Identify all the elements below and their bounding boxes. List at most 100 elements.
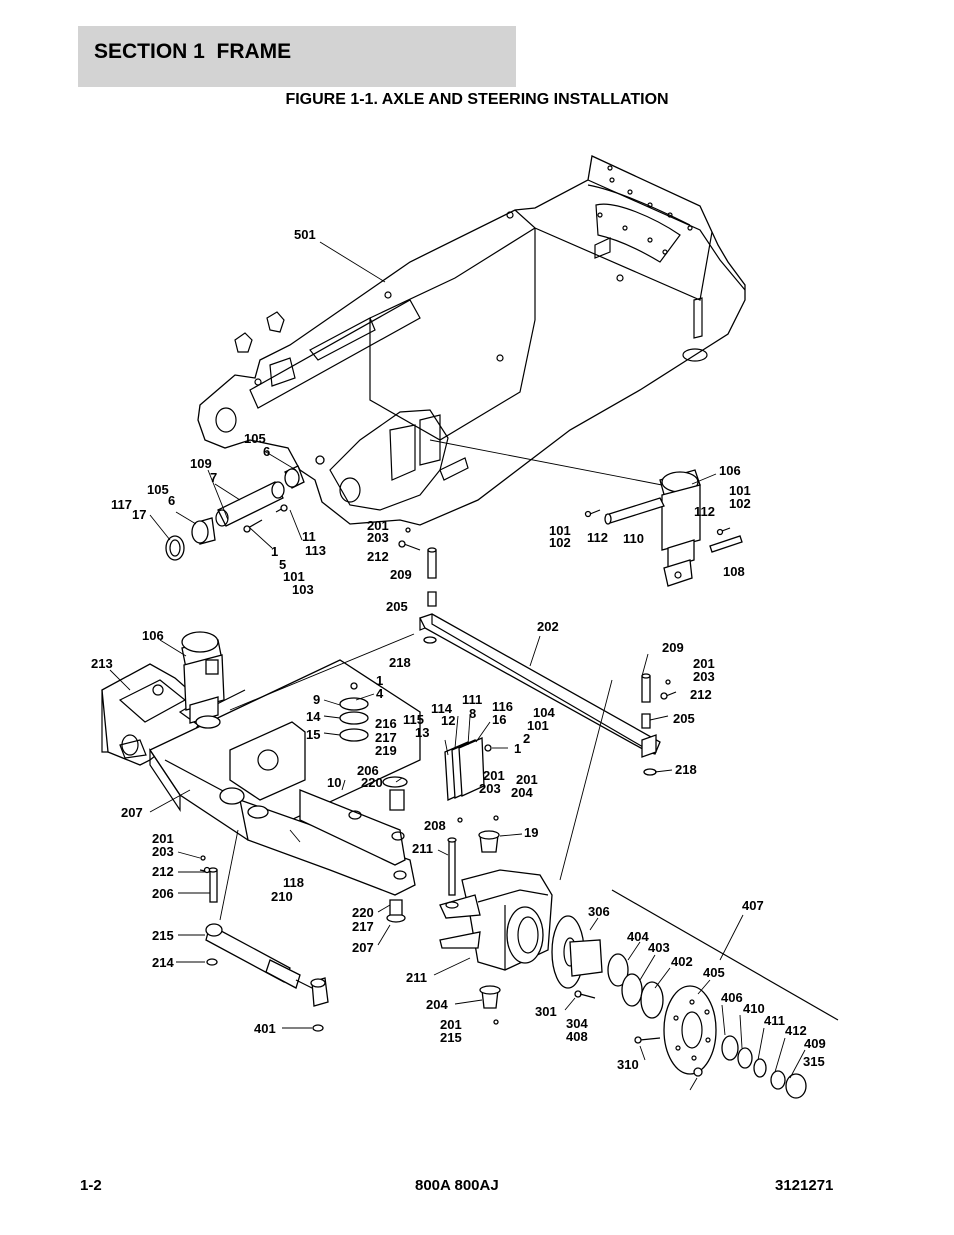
callout: 212 [690,687,712,702]
callout: 101 [549,523,571,538]
steering-cylinder-right [584,469,743,587]
callout: 110 [623,531,644,546]
pivot-pin-group [165,455,325,561]
callout: 103 [292,582,314,597]
steering-knuckle [386,815,553,1025]
callout: 12 [441,713,455,728]
callout: 4 [376,686,384,701]
wheel-hub-assembly [551,889,839,1099]
callout: 17 [132,507,146,522]
callout: 115 [403,712,424,727]
callout: 101 [527,718,549,733]
callout: 215 [152,928,174,943]
section-header-bar: SECTION 1 FRAME [78,26,516,87]
frame-weldment [197,155,746,526]
callout: 218 [675,762,697,777]
callout: 101 [283,569,305,584]
callout: 409 [804,1036,826,1051]
callout: 405 [703,965,725,980]
callout: 19 [524,825,538,840]
callout: 214 [152,955,174,970]
callout: 217 [352,919,374,934]
callout: 404 [627,929,649,944]
callout: 101 [729,483,751,498]
callout: 207 [352,940,374,955]
callout: 412 [785,1023,807,1038]
callout: 5 [279,557,286,572]
callout: 14 [306,709,321,724]
callout: 104 [533,705,555,720]
callout: 116 [492,699,513,714]
section-title: SECTION 1 FRAME [94,40,292,63]
callout: 219 [375,743,397,758]
page-number: 1-2 [80,1177,102,1194]
callout: 6 [168,493,175,508]
figure-title: FIGURE 1-1. AXLE AND STEERING INSTALLATI… [285,91,669,108]
callout: 411 [764,1013,785,1028]
callout: 206 [357,763,379,778]
callout: 205 [386,599,408,614]
callout: 209 [662,640,684,655]
callout: 304 [566,1016,588,1031]
callout: 216 [375,716,397,731]
callout: 117 [111,497,132,512]
callout: 201 [516,772,538,787]
callout: 218 [389,655,411,670]
callout: 401 [254,1021,276,1036]
callout: 16 [492,712,506,727]
callout: 11 [302,529,316,544]
callout: 1 [514,741,521,756]
callout: 408 [566,1029,588,1044]
callout: 7 [210,470,217,485]
callout: 201 [483,768,505,783]
callout: 501 [294,227,316,242]
callout: 209 [390,567,412,582]
part-number: 3121271 [775,1177,834,1194]
tie-rod [419,613,661,776]
callout: 203 [367,530,389,545]
callout: 220 [361,775,383,790]
callout: 210 [271,889,293,904]
callout: 203 [152,844,174,859]
callout: 6 [263,444,270,459]
callout: 112 [694,504,715,519]
callout: 2 [523,731,530,746]
callout: 204 [511,785,533,800]
callout: 105 [244,431,266,446]
callout: 10 [327,775,341,790]
callout: 301 [535,1004,557,1019]
frame-bolt-pattern [597,165,693,255]
steering-linkage [199,855,329,1032]
callout: 207 [121,805,143,820]
callout-labels: 501 105 6 109 7 105 6 117 17 11 113 1 5 … [91,227,826,1072]
callout: 1 [376,673,383,688]
callout: 13 [415,725,429,740]
callout: 406 [721,990,743,1005]
callout: 105 [147,482,169,497]
callout: 217 [375,730,397,745]
callout: 113 [305,543,326,558]
callout: 306 [588,904,610,919]
leader-lines [109,241,806,1091]
callout: 201 [440,1017,462,1032]
callout: 114 [431,701,453,716]
callout: 8 [469,706,476,721]
callout: 109 [190,456,212,471]
callout: 203 [479,781,501,796]
callout: 108 [723,564,745,579]
callout: 118 [283,875,304,890]
callout: 220 [352,905,374,920]
callout: 102 [549,535,571,550]
callout: 15 [306,727,320,742]
callout: 201 [367,518,389,533]
model-label: 800A 800AJ [415,1177,499,1194]
callout: 212 [152,864,174,879]
callout: 410 [743,1001,765,1016]
callout: 111 [462,692,482,707]
callout: 315 [803,1054,825,1069]
callout: 102 [729,496,751,511]
tie-rod-pins [398,527,677,729]
callout: 106 [719,463,741,478]
callout: 215 [440,1030,462,1045]
